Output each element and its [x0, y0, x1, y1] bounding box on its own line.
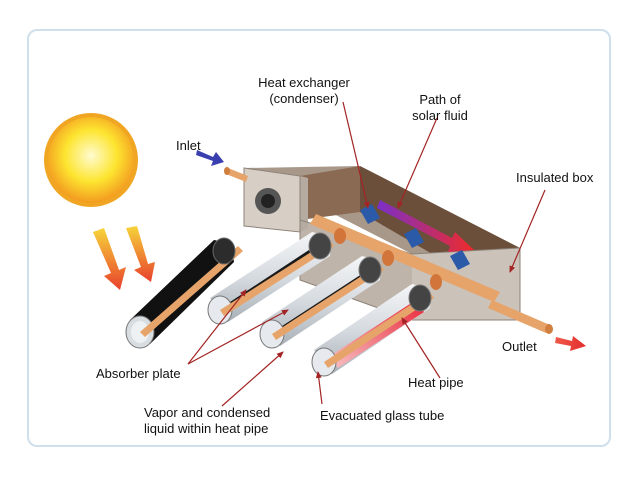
heat-pipe-label: Heat pipe [408, 375, 464, 390]
vapor-label: Vapor and condensed liquid within heat p… [144, 405, 271, 436]
outlet-label: Outlet [502, 339, 537, 354]
sun-ray-left [93, 228, 126, 290]
evacuated-tube-4 [311, 284, 434, 377]
outlet-pipe [488, 300, 553, 334]
outlet-arrow-icon [555, 336, 586, 351]
evacuated-tube-1 [125, 237, 243, 349]
evacuated-tube-label: Evacuated glass tube [320, 408, 445, 423]
manifold-pipe [310, 214, 500, 302]
inlet-arrow-icon [196, 150, 224, 166]
inlet-label: Inlet [176, 138, 201, 153]
condenser-block [360, 204, 470, 270]
sun-ray-right [126, 226, 155, 282]
solar-fluid-path-label: Path of solar fluid [412, 92, 468, 123]
sun-icon [44, 113, 138, 207]
inlet-pipe [224, 167, 248, 182]
absorber-plate-label: Absorber plate [96, 366, 181, 381]
insulated-box-label: Insulated box [516, 170, 594, 185]
leader-lines [187, 101, 546, 407]
solar-fluid-path-arrow [377, 200, 474, 252]
heat-exchanger-label: Heat exchanger (condenser) [258, 75, 350, 106]
evacuated-tube-2 [207, 232, 334, 325]
evacuated-tube-3 [259, 256, 384, 349]
pipe-joints [334, 228, 442, 290]
